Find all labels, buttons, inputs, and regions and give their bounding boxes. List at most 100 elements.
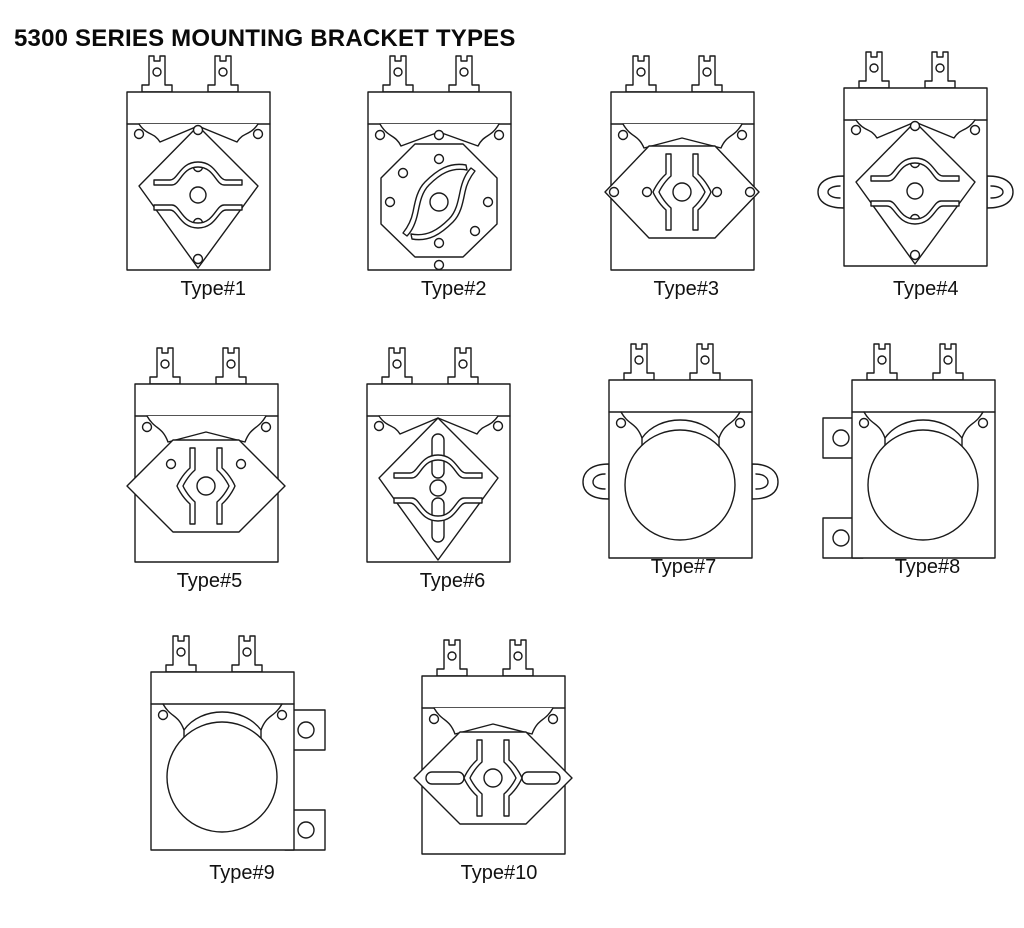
bracket-cell-type-1[interactable]: Type#1 <box>108 46 319 336</box>
bracket-plate-shoulder <box>622 123 743 149</box>
body-hole-left <box>618 129 629 141</box>
side-ear-right <box>750 463 779 500</box>
terminal-tab-right <box>691 55 723 93</box>
body-hole-left <box>374 129 385 141</box>
bracket-cell-type-6[interactable]: Type#6 <box>347 338 558 628</box>
bracket-drawing-type-2 <box>349 46 559 278</box>
terminal-tab-left <box>165 635 197 673</box>
hub-slot-right <box>215 447 236 525</box>
bracket-row: Type#9 <box>0 630 1024 922</box>
terminal-tab-right <box>214 347 247 385</box>
bracket-label-type-6: Type#6 <box>419 570 486 592</box>
plate-hole-bottom <box>433 259 444 271</box>
body-hole-left <box>134 128 145 140</box>
bracket-cell-type-8[interactable]: Type#8 <box>813 338 1024 628</box>
bracket-label-type-1: Type#1 <box>180 278 247 300</box>
bracket-cell-type-9[interactable]: Type#9 <box>122 630 352 920</box>
body-hole-right <box>977 417 988 429</box>
plate-hole-outer-left <box>609 186 620 198</box>
page-title: 5300 SERIES MOUNTING BRACKET TYPES <box>14 25 516 53</box>
plate-hole-left <box>165 458 176 470</box>
bracket-label-type-4: Type#4 <box>892 278 959 300</box>
body-hole-right <box>492 420 503 432</box>
terminal-tab-left <box>148 347 181 385</box>
body-hole-right <box>547 713 559 725</box>
body-hole-left <box>141 421 152 433</box>
terminal-tab-right <box>446 347 479 385</box>
hub-slot-upper <box>870 157 960 182</box>
plate-hole-n <box>433 153 444 165</box>
terminal-tab-left <box>622 343 655 381</box>
bracket-drawing-type-9 <box>132 630 342 862</box>
bracket-cell-type-2[interactable]: Type#2 <box>349 46 560 336</box>
hub-slot-left <box>652 153 672 231</box>
body-hole-left <box>858 417 869 429</box>
center-hub-hole <box>672 182 692 202</box>
terminal-tab-left <box>858 51 890 89</box>
center-hub-hole <box>483 768 503 788</box>
round-plate <box>166 721 278 833</box>
plate-hole-top <box>909 120 920 132</box>
bracket-drawing-type-7 <box>579 338 789 570</box>
center-hub-hole <box>189 186 207 204</box>
bracket-cell-type-10[interactable]: Type#10 <box>382 630 612 920</box>
bracket-label-type-3: Type#3 <box>653 278 720 300</box>
center-hub-hole <box>195 476 216 496</box>
body-hole-top <box>433 129 444 141</box>
bracket-label-type-7: Type#7 <box>650 556 717 578</box>
plate-slot-right <box>521 771 561 785</box>
bracket-cell-type-4[interactable]: Type#4 <box>814 46 1024 336</box>
side-ear-left <box>581 463 610 500</box>
terminal-tab-left <box>436 639 468 677</box>
terminal-tab-left <box>382 55 414 93</box>
bracket-drawing-type-4 <box>814 46 1024 278</box>
round-plate <box>866 429 979 541</box>
center-hub-hole <box>906 182 924 200</box>
terminal-tab-right <box>502 639 534 677</box>
plate-hole-bottom <box>193 253 204 265</box>
body-hole-left <box>157 709 169 721</box>
bracket-grid: Type#1 <box>0 46 1024 928</box>
body-hole-right <box>260 421 271 433</box>
terminal-tab-left <box>865 343 898 381</box>
bracket-row: Type#1 <box>0 46 1024 338</box>
bracket-cell-type-7[interactable]: Type#7 <box>578 338 789 628</box>
terminal-tab-right <box>207 55 239 93</box>
body-hole-right <box>493 129 504 141</box>
hub-slot-upper <box>392 454 483 479</box>
hub-slot-upper <box>153 161 243 186</box>
side-ear-right <box>986 175 1014 209</box>
bracket-drawing-type-6 <box>348 338 558 570</box>
bracket-label-type-8: Type#8 <box>894 556 961 578</box>
bracket-label-type-2: Type#2 <box>420 278 487 300</box>
plate-hole-inner-left <box>642 186 653 198</box>
hub-slot-left <box>463 739 483 817</box>
body-hole-right <box>969 124 980 136</box>
plate-slot-left <box>425 771 465 785</box>
hub-slot-right <box>692 153 712 231</box>
bracket-plate-shoulder <box>145 415 267 443</box>
plate-hole-outer-right <box>745 186 756 198</box>
plate-hole-e <box>482 196 493 208</box>
plate-hole-bottom <box>909 249 920 261</box>
center-hub-hole <box>428 479 447 497</box>
terminal-tab-right <box>931 343 964 381</box>
bracket-drawing-type-3 <box>581 46 791 278</box>
bracket-drawing-type-8 <box>814 338 1024 570</box>
bracket-drawing-type-5 <box>105 338 315 570</box>
terminal-tab-right <box>448 55 480 93</box>
bracket-cell-type-3[interactable]: Type#3 <box>581 46 792 336</box>
bracket-label-type-9: Type#9 <box>209 862 275 884</box>
plate-hole-s <box>433 237 444 249</box>
body-hole-right <box>253 128 264 140</box>
body-hole-right <box>276 709 288 721</box>
body-hole-left <box>373 420 384 432</box>
bracket-cell-type-5[interactable]: Type#5 <box>104 338 315 628</box>
body-hole-right <box>734 417 745 429</box>
hub-slot-left <box>175 447 196 525</box>
terminal-tab-right <box>688 343 721 381</box>
side-ear-left <box>817 175 845 209</box>
terminal-tab-left <box>380 347 413 385</box>
terminal-tab-right <box>231 635 263 673</box>
body-hole-left <box>428 713 440 725</box>
